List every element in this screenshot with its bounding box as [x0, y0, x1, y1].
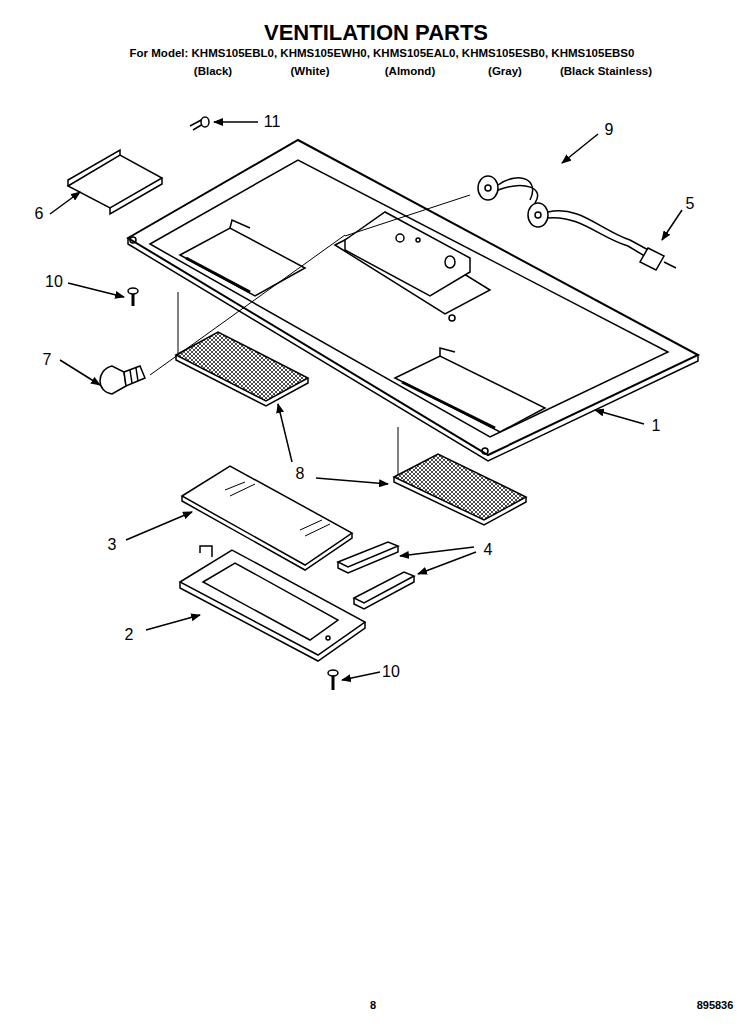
callout-number: 9 — [605, 122, 614, 138]
callout-number: 1 — [652, 418, 661, 434]
vent-panel — [128, 140, 698, 461]
page-title: VENTILATION PARTS — [264, 22, 488, 44]
callout-number: 5 — [686, 196, 695, 212]
mounting-bracket — [68, 150, 162, 214]
model-line: For Model: KHMS105EBL0, KHMS105EWH0, KHM… — [130, 48, 635, 60]
color-name: (Almond) — [385, 66, 435, 78]
light-lens — [182, 466, 352, 570]
color-name: (Black) — [194, 66, 232, 78]
guide-line — [178, 292, 398, 475]
callout-number: 2 — [125, 627, 134, 643]
callout-number: 6 — [35, 206, 44, 222]
spacer-strip — [338, 542, 414, 609]
lamp-bulb — [100, 235, 345, 394]
page-number: 8 — [370, 1000, 376, 1011]
leader-arrow — [50, 122, 682, 680]
drawing-number: 895836 — [697, 1000, 734, 1011]
screw — [128, 117, 338, 690]
callout-number: 4 — [484, 542, 493, 558]
color-name: (Gray) — [488, 66, 522, 78]
lamp-socket-harness — [345, 176, 676, 270]
callout-number: 10 — [382, 664, 400, 680]
callout-number: 3 — [108, 537, 117, 553]
callout-number: 7 — [43, 352, 52, 368]
color-name: (Black Stainless) — [560, 66, 652, 78]
color-name: (White) — [291, 66, 330, 78]
callout-number: 11 — [264, 114, 281, 130]
callout-number: 8 — [296, 466, 305, 482]
callout-number: 10 — [45, 274, 63, 290]
